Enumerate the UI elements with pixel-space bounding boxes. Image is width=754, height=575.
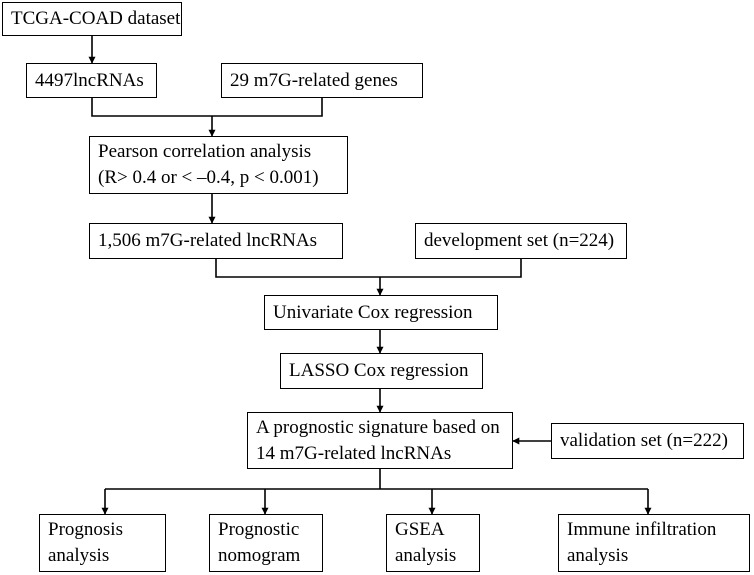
node-text: (R> 0.4 or < –0.4, p < 0.001) — [98, 167, 319, 188]
node-tcga-coad-dataset: TCGA-COAD dataset — [2, 2, 182, 36]
node-text: GSEA — [395, 519, 445, 540]
node-text: analysis — [567, 545, 629, 566]
node-development-set: development set (n=224) — [415, 223, 627, 259]
node-validation-set: validation set (n=222) — [551, 423, 744, 459]
node-m7g-genes: 29 m7G-related genes — [221, 63, 423, 98]
node-text: development set (n=224) — [424, 230, 615, 251]
node-text: 29 m7G-related genes — [230, 69, 398, 91]
node-text: analysis — [48, 545, 110, 566]
node-univariate-cox: Univariate Cox regression — [264, 295, 498, 330]
node-m7g-related-lncrnas: 1,506 m7G-related lncRNAs — [89, 223, 343, 259]
node-text: analysis — [395, 545, 457, 566]
edge-m7g-lncrnas-to-univariate — [215, 259, 380, 278]
node-text: Pearson correlation analysis — [98, 141, 312, 162]
node-text: A prognostic signature based on — [256, 416, 500, 438]
node-text: 1,506 m7G-related lncRNAs — [98, 230, 317, 251]
node-text: TCGA-COAD dataset — [11, 8, 181, 29]
node-text: 14 m7G-related lncRNAs — [256, 442, 452, 464]
node-prognostic-signature: A prognostic signature based on 14 m7G-r… — [247, 412, 513, 469]
node-text: Prognosis — [48, 519, 123, 540]
node-lasso-cox: LASSO Cox regression — [280, 353, 483, 389]
edge-signature-split — [105, 469, 648, 490]
node-text: validation set (n=222) — [560, 430, 728, 451]
edge-dev-set-to-univariate — [380, 259, 522, 278]
node-text: 4497lncRNAs — [35, 69, 144, 91]
node-gsea-analysis: GSEA analysis — [386, 514, 480, 572]
node-text: Univariate Cox regression — [273, 301, 473, 323]
node-text: Immune infiltration — [567, 519, 717, 540]
node-text: Prognostic — [218, 519, 300, 540]
node-text: nomogram — [218, 545, 301, 566]
edge-lncrnas-to-pearson — [91, 98, 212, 117]
node-text: LASSO Cox regression — [289, 360, 469, 381]
node-pearson-correlation: Pearson correlation analysis (R> 0.4 or … — [89, 136, 348, 194]
node-lncrnas: 4497lncRNAs — [26, 63, 157, 98]
node-prognostic-nomogram: Prognostic nomogram — [209, 514, 323, 572]
node-prognosis-analysis: Prognosis analysis — [39, 514, 166, 572]
node-immune-infiltration: Immune infiltration analysis — [558, 514, 750, 572]
edge-genes-to-pearson — [212, 98, 323, 117]
